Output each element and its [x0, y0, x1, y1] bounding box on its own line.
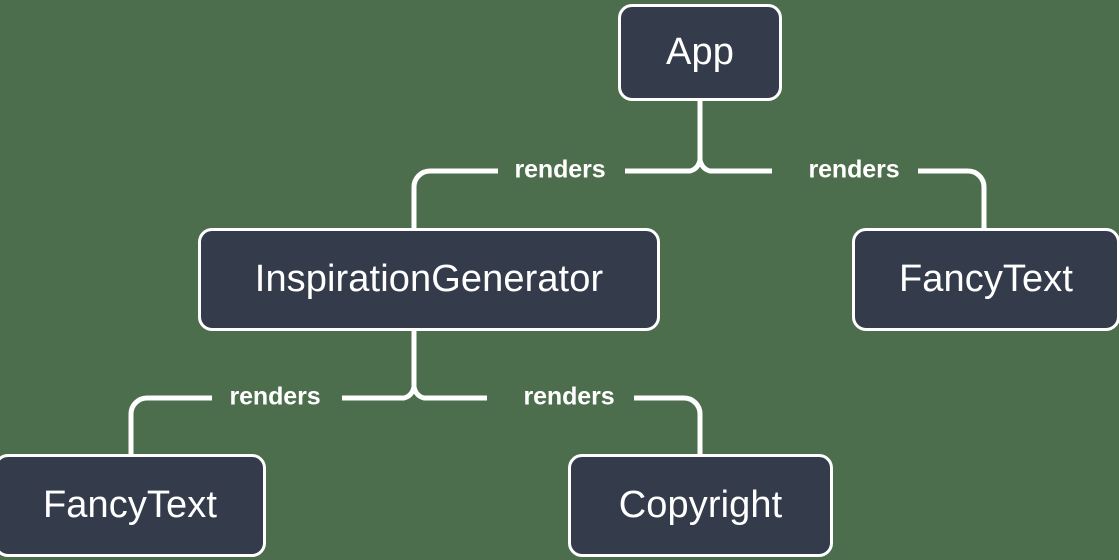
edge-inspirationgenerator-to-fancytext-left-drop	[128, 395, 163, 456]
edge-inspirationgenerator-to-copyright-drop	[683, 395, 703, 456]
edge-app-to-inspirationgenerator	[625, 159, 703, 174]
edge-label-inspirationgenerator-to-fancytext-left: renders	[229, 382, 321, 411]
edge-label-app-to-inspirationgenerator: renders	[514, 155, 606, 184]
node-fancytext-right-label: FancyText	[898, 258, 1074, 300]
node-fancytext-right[interactable]: FancyText	[852, 228, 1119, 331]
edge-inspirationgenerator-to-copyright	[411, 386, 487, 401]
node-inspirationgenerator[interactable]: InspirationGenerator	[198, 228, 660, 331]
node-app-label: App	[666, 31, 734, 73]
edge-app-to-inspirationgenerator-drop	[411, 168, 446, 228]
edge-inspirationgenerator-to-fancytext-left	[342, 386, 417, 401]
node-fancytext-left-label: FancyText	[42, 484, 218, 526]
node-fancytext-left[interactable]: FancyText	[0, 454, 266, 557]
node-copyright[interactable]: Copyright	[568, 454, 833, 557]
edge-label-inspirationgenerator-to-copyright: renders	[523, 382, 615, 411]
node-app[interactable]: App	[618, 4, 782, 101]
edge-label-app-to-fancytext-right: renders	[808, 155, 900, 184]
edge-app-to-fancytext-right-drop	[967, 168, 987, 228]
node-inspirationgenerator-label: InspirationGenerator	[254, 258, 604, 300]
node-copyright-label: Copyright	[618, 484, 783, 526]
edge-app-to-fancytext-right	[697, 159, 772, 174]
